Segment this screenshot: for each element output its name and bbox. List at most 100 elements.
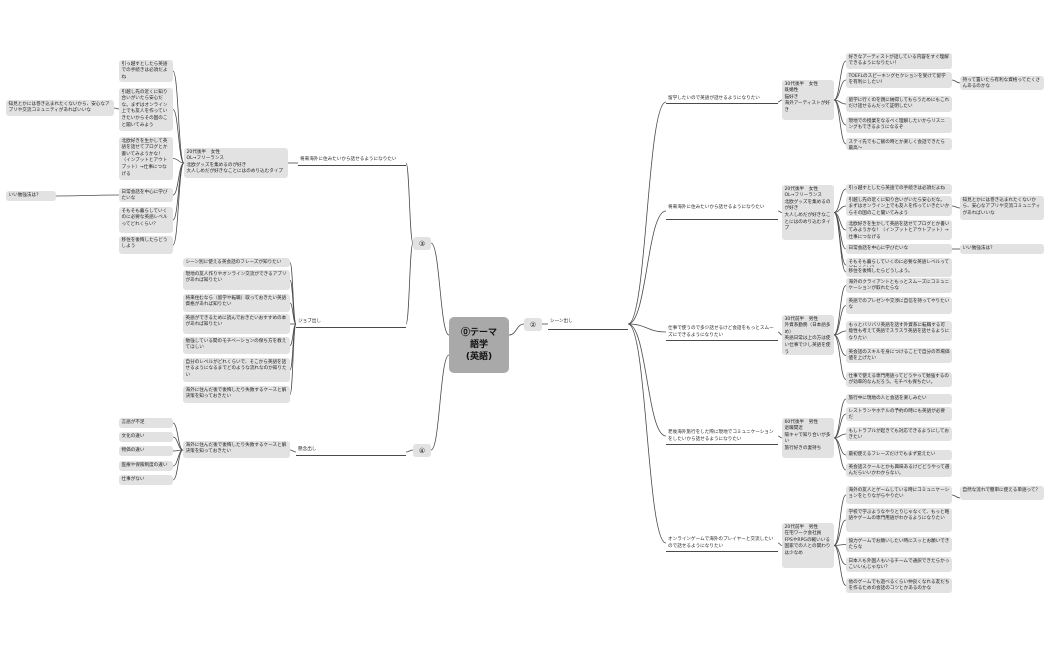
connector [430, 354, 450, 451]
job-item[interactable]: 英語ができるために読んでおきたいおすすめの本があれば知りたい [183, 314, 290, 334]
concern-middle[interactable]: 海外に住んだ後で後悔したり失敗するケースと解決策を知っておきたい [183, 441, 290, 458]
branch-number-2[interactable]: ② [524, 318, 542, 331]
job-scene-label[interactable]: 将来海外に住みたいから話せるようになりたい [298, 156, 406, 166]
scene-item[interactable]: 現地での授業をなるべく理解したいからリスニングもできるようになるぞ [846, 117, 952, 133]
connector [777, 99, 783, 103]
concern-item[interactable]: 文化の違い [119, 432, 173, 442]
scene-label[interactable]: 老後海外旅行をした際に現地でコミュニケーションをしたいから話せるようになりたい [666, 429, 778, 445]
scene-label[interactable]: 留学したいので英語が話せるようになりたい [666, 95, 778, 104]
scene-item[interactable]: 日常会話を中心に学びたいな [846, 244, 952, 254]
scene-item[interactable]: 海外の友人とゲームしている時にコミュニケーションをとりながらやりたい [846, 486, 952, 504]
connector [172, 158, 185, 164]
scene-item[interactable]: 英会話のスキルを身につけることで自分の市場価値を上げたい [846, 348, 952, 363]
scene-item[interactable]: もっとバリバリ英語を話す外資系に転職する可能性も考えて英語でスラスラ英語を話せる… [846, 321, 952, 341]
connector [289, 279, 297, 325]
persona-card[interactable]: 30代後半 女性 既婚性 猫好き 海外アーティストが好き [782, 80, 834, 120]
job-item[interactable]: 勉強している間のモチベーションの保ち方を教えてほしい [183, 337, 290, 354]
job-label[interactable]: ジョブ出し [296, 318, 406, 328]
note-item[interactable]: 自然な流れで簡単に使える単語って？ [960, 486, 1044, 500]
note-item[interactable]: いい勉強法は？ [960, 244, 1044, 254]
scene-item[interactable]: 協力ゲームでお願いしたい時にスッとお願いできたらな [846, 537, 952, 552]
job-item[interactable]: 自分のレベルがどれくらいで、そこから英語を話せるようになるまでどのような流れなの… [183, 358, 290, 382]
connector [951, 205, 961, 209]
concern-label[interactable]: 懸念出し [296, 446, 406, 456]
persona-card[interactable]: 20代前半 男性 在宅ワーク会社員 FPSやRPGの戦いいる 国家での人との関わ… [782, 523, 834, 568]
connector [833, 212, 847, 273]
note-item[interactable]: いい勉強法は？ [6, 191, 56, 201]
scene-item[interactable]: 引越し先の近くに知り合いがいたら安心だな。まずはオンライン上でも友人を作っていき… [846, 196, 952, 216]
note-item[interactable]: 知見とかには巻き込まれたくないから、安心なアプリや交流コミュニティがあればいいな [6, 100, 114, 116]
connector [430, 242, 450, 336]
connector [627, 323, 667, 437]
connector [833, 545, 847, 586]
persona-card[interactable]: 20代後半 女性 OL→フリーランス 北欧グッズを集めるのが好き 大人しめだが好… [782, 185, 834, 240]
persona-card[interactable]: 60代後半 男性 退職間近 陽キャで知り合いが多い 旅行好きの妻持ち [782, 418, 834, 458]
job-item[interactable]: 引っ越すとしたら英語での手続きは必須だよね [119, 60, 173, 82]
branch-number-3[interactable]: ③ [413, 237, 431, 250]
connector [172, 70, 185, 164]
scene-item[interactable]: もしトラブルが起きても対応できるようにしておきたい [846, 427, 952, 441]
scene-item[interactable]: 海外のクライアントともっとスムーズにコミュニケーションが取れたらな [846, 278, 952, 293]
connector [833, 79, 847, 101]
connector [172, 449, 184, 481]
scene-item[interactable]: 移住を後悔したらどうしよう。 [846, 267, 952, 277]
concern-item[interactable]: 言語が不足 [119, 418, 173, 428]
connector [833, 413, 847, 439]
scene-item[interactable]: 留学に行くのを親に納得してもらうためにもこれだけ話せるんだって証明したい [846, 96, 952, 112]
scene-item[interactable]: 英語でのプレゼンや交渉に自信を持ってやりたいな [846, 297, 952, 314]
concern-item[interactable]: 仕事がない [119, 475, 173, 485]
concern-item[interactable]: 医療や保険制度の違い [119, 461, 173, 471]
concern-item[interactable]: 物価の違い [119, 446, 173, 456]
scene-item[interactable]: 旅行中に現地の人と会話を楽しみたい [846, 394, 952, 404]
connector [833, 285, 847, 336]
persona-card[interactable]: 30代前半 男性 外資系勤務（日本語多め） 英語日常は上の方は使い仕事で少し英語… [782, 315, 834, 355]
persona-card[interactable]: 20代後半 女性 OL→フリーランス 北欧グッズを集めるのが好き 大人しめだが好… [184, 148, 288, 178]
job-item[interactable]: 日常会話を中心に学びたいな [119, 188, 173, 202]
scene-item[interactable]: レストランやホテルの予約の時にも英語が必要だ [846, 407, 952, 421]
connector [777, 331, 783, 336]
scene-item[interactable]: 仕事で使える専門用語ってどうやって勉強するのが効率的なんだろう。モチベも保ちたい… [846, 372, 952, 387]
job-item[interactable]: 現地の友人作りやオンライン交流ができるアプリがあれば知りたい [183, 270, 290, 290]
job-item[interactable]: 海外に住んだ後で後悔したり失敗するケースと解決策を知っておきたい [183, 386, 290, 403]
branch-number-4[interactable]: ④ [413, 444, 431, 457]
connector [405, 242, 414, 325]
scene-item[interactable]: 北欧好きを生かして英語を話せてブログとか書いてみようかな！（インプットとアウトプ… [846, 220, 952, 240]
scene-item[interactable]: 好きなアーティストが話している内容をすぐ理解できるようになりたい！ [846, 53, 952, 69]
scene-item[interactable]: 学校で学ぶようなやりとりじゃなくて、もっと略語やゲームの専門用語がわかるようにな… [846, 508, 952, 532]
connector [289, 449, 297, 453]
branch-label-scenes[interactable]: シーン出し [548, 318, 628, 330]
connector [289, 323, 297, 395]
job-item[interactable]: そもそも暮らしていくのに必要な英語レベルってどれくらい？ [119, 207, 173, 233]
connector [833, 334, 847, 356]
connector [289, 302, 297, 325]
scene-label[interactable]: 仕事で使うので多少話せるけど会話をもっとスムーズにできるようになりたい [666, 325, 778, 341]
root-topic[interactable]: ⓪テーマ 語学 (英語) [449, 317, 509, 373]
connector [777, 542, 783, 546]
scene-label[interactable]: 将来海外に住みたいから話せるようになりたい [666, 204, 778, 220]
note-item[interactable]: 知見とかには巻き込まれたくないから、安心なアプリや交流コミュニティがあればいいな [960, 196, 1044, 220]
connector [833, 205, 847, 213]
scene-item[interactable]: 他のゲームでも遊べるくらい仲良くなれる友だちを作るための会話のコツとかあるのかな [846, 578, 952, 593]
scene-item[interactable]: 引っ越すとしたら英語での手続きは必須だよね [846, 184, 952, 194]
scene-item[interactable]: 日本人も外国人もいるチームで通訳できたらかっこいいんじゃない？ [846, 557, 952, 572]
connector [833, 544, 847, 546]
job-item[interactable]: 移住を後悔したらどうしよう [119, 236, 173, 254]
job-item[interactable]: 北欧好きを生かして英語を話せてブログとか書いてみようかな！（インプットとアウトプ… [119, 137, 173, 180]
scene-item[interactable]: TOEFLのスピーキングセクションを受けて留学を有利にしたい！ [846, 72, 952, 88]
note-item[interactable]: 持って置いたら有利な資格ってたくさんあるのかな [960, 76, 1044, 90]
scene-label[interactable]: オンラインゲームで海外のプレイヤーと交流したいので話せるようになりたい [666, 536, 778, 552]
connector [951, 494, 961, 499]
connector [172, 109, 185, 164]
job-item[interactable]: 将来住むなら（留学や転職）取っておきたい英語資格があれば知りたい [183, 294, 290, 312]
job-item[interactable]: シーン別に使える英会話のフレーズが知りたい [183, 258, 290, 267]
scene-item[interactable]: 英会話スクールとかも興味あるけどどうやって選んだらいいかわからない。 [846, 463, 952, 477]
scene-item[interactable]: ステイ先でもご飯の時とか楽しく会話できたら最高〜 [846, 138, 952, 150]
connector [833, 437, 847, 471]
connector [172, 162, 185, 221]
connector [627, 323, 667, 333]
job-item[interactable]: 引越し先の近くに知り合いがいたら安心だな。まずはオンライン上でも友人を作っていき… [119, 88, 173, 131]
scene-item[interactable]: 最初使えるフレーズだけでもまず覚えたい [846, 450, 952, 460]
connector [833, 330, 847, 336]
